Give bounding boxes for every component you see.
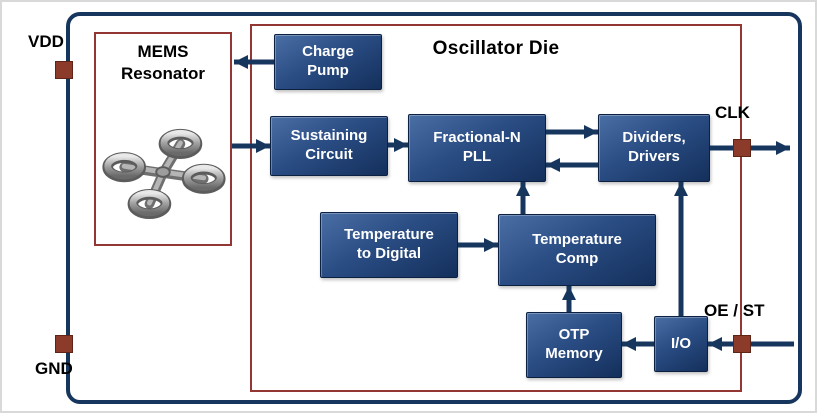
oe-st-label: OE / ST: [704, 301, 765, 320]
block-io: I/O: [654, 316, 708, 372]
vdd-label: VDD: [28, 32, 64, 51]
block-temperature-to-digital: Temperature to Digital: [320, 212, 458, 278]
gnd-pin: [55, 335, 73, 353]
oe-st-pin: [733, 335, 751, 353]
oscillator-die-title: Oscillator Die: [432, 38, 560, 59]
mems-resonator-label: MEMS Resonator: [120, 42, 206, 84]
clk-pin: [733, 139, 751, 157]
block-otp-memory: OTP Memory: [526, 312, 622, 378]
block-sustaining-circuit: Sustaining Circuit: [270, 116, 388, 176]
mems-resonator-image: [102, 128, 226, 220]
block-temperature-comp: Temperature Comp: [498, 214, 656, 286]
block-dividers-drivers: Dividers, Drivers: [598, 114, 710, 182]
clk-label: CLK: [715, 103, 750, 122]
gnd-label: GND: [35, 359, 73, 378]
block-charge-pump: Charge Pump: [274, 34, 382, 90]
vdd-pin: [55, 61, 73, 79]
block-fractional-n-pll: Fractional-N PLL: [408, 114, 546, 182]
mems-resonator-box: MEMS Resonator: [94, 32, 232, 246]
